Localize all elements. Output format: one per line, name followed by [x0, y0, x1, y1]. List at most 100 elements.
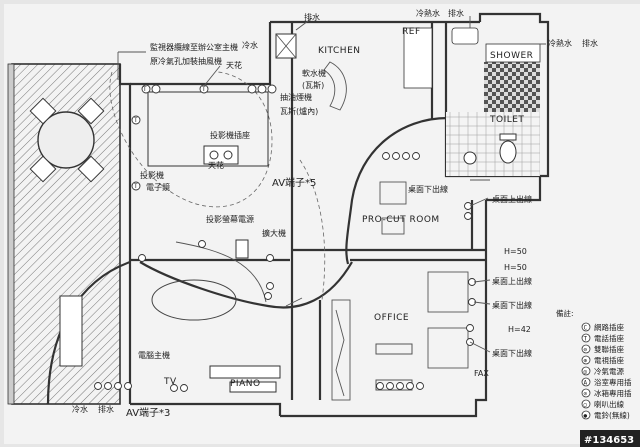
legend-symbol	[581, 333, 591, 343]
label-air-purifier-note: 原冷氣孔加裝抽風機	[150, 56, 222, 66]
legend-symbol-glyph: ⊕	[584, 358, 588, 365]
balcony-table	[37, 111, 95, 169]
legend-symbol-glyph: ●	[584, 413, 588, 420]
svg-text:T: T	[143, 86, 147, 93]
label-av-top: AV端子*5	[272, 176, 316, 189]
label-drain-top: 排水	[304, 12, 320, 22]
outlet-pro-1	[382, 152, 420, 160]
toilet-bowl	[499, 140, 517, 164]
label-floor-outlet-5: 桌面下出線	[492, 348, 532, 358]
label-drain-right: 排水	[582, 38, 598, 48]
labels: 排水 冷熱水 排水 冷水 KITCHEN REF SHOWER 冷熱水 排水 T…	[72, 8, 598, 419]
label-shower: SHOWER	[490, 51, 533, 61]
legend-item-text: 電鈴(無線)	[594, 410, 630, 420]
outlet-living-1	[94, 382, 132, 390]
label-cold-water-bottom: 冷水	[72, 404, 88, 414]
label-floor-outlet-2: 桌面上出線	[492, 194, 532, 204]
outlet-symbols: T T T T	[94, 84, 476, 392]
outlet-office-1	[468, 278, 476, 306]
legend-symbol-glyph: T	[584, 336, 588, 343]
legend-item-text: 浴室專用插	[594, 377, 632, 387]
kitchen-fixtures	[147, 27, 433, 259]
legend-symbol-glyph: ⊙	[584, 391, 588, 398]
label-monitor-note: 監視器纜線至辦公室主機	[150, 42, 238, 52]
label-floor-outlet-3: 桌面上出線	[492, 276, 532, 286]
label-electronic-display: 電子鏡	[146, 182, 170, 192]
label-gas-note: 瓦斯(爐內)	[280, 106, 318, 116]
label-h50-b: H=50	[504, 263, 527, 272]
legend-item-text: 網路插座	[594, 322, 624, 332]
outlet-kitchen-5: T	[131, 181, 141, 191]
label-fax: FAX	[474, 369, 489, 378]
leader-lines	[117, 16, 546, 353]
legend-symbol-glyph: ○	[584, 402, 588, 409]
label-cold-hot-water-top-right: 冷熱水	[416, 8, 440, 18]
legend-item-text: 冰箱專用插	[594, 388, 632, 398]
watermark-bg	[580, 430, 640, 447]
outlet-living-2	[170, 384, 188, 392]
label-computer-host: 電腦主機	[138, 350, 170, 360]
outlet-office-3	[376, 382, 424, 390]
legend-symbol	[581, 355, 591, 365]
legend-symbol	[581, 322, 591, 332]
legend-title: 備註:	[556, 308, 574, 318]
legend-symbol-glyph: ⊖	[584, 347, 588, 354]
outlet-kitchen-4: T	[131, 115, 141, 125]
outlet-living-3	[138, 240, 274, 262]
watermark: #134653	[584, 435, 634, 446]
label-floor-outlet-1: 桌面下出線	[408, 184, 448, 194]
label-office: OFFICE	[374, 313, 409, 323]
label-cold-water-left: 冷水	[242, 40, 258, 50]
outlet-kitchen-2: T	[199, 84, 209, 94]
living-rug	[151, 279, 237, 321]
label-drain-top-right: 排水	[448, 8, 464, 18]
label-projector-device: 投影機	[140, 170, 164, 180]
legend-symbol-glyph: C	[584, 325, 588, 332]
label-h50-a: H=50	[504, 247, 527, 256]
label-projector-socket: 投影機插座	[210, 130, 250, 140]
label-piano: PIANO	[230, 379, 261, 389]
label-vent-note: 抽油煙機	[280, 92, 312, 102]
label-av-bottom: AV端子*3	[126, 406, 170, 419]
label-ceiling: 天花	[226, 60, 242, 70]
legend-item-text: 喇叭出線	[594, 399, 624, 409]
label-amplifier: 擴大機	[262, 228, 286, 238]
outlet-kitchen-3	[247, 84, 277, 94]
legend: 備註: C 網路插座 T 電話插座 ⊖ 雙聯插座 ⊕ 電視插座 ◎ 冷氣電源 A 浴室專用插 ⊙ 冰箱專用…	[556, 308, 632, 420]
label-water-heater: (瓦斯)	[302, 80, 324, 90]
label-kitchen: KITCHEN	[318, 46, 361, 56]
legend-symbol	[581, 344, 591, 354]
label-floor-outlet-4: 桌面下出線	[492, 300, 532, 310]
legend-symbol	[581, 366, 591, 376]
living-furniture	[59, 279, 281, 393]
outlet-living-4	[264, 282, 274, 300]
balcony	[7, 63, 121, 405]
legend-symbol-glyph: ◎	[584, 369, 588, 376]
label-drain-bottom: 排水	[98, 404, 114, 414]
label-h42: H=42	[508, 325, 531, 334]
legend-symbol-glyph: A	[584, 380, 588, 387]
walls	[118, 12, 550, 418]
legend-symbol	[581, 410, 591, 420]
label-pro-cut-room: PRO-CUT ROOM	[362, 215, 440, 225]
label-tv: TV	[163, 377, 177, 387]
legend-symbol	[581, 377, 591, 387]
bathroom-fixtures	[446, 27, 541, 176]
outlet-pro-2	[464, 202, 472, 220]
office-furniture	[331, 181, 469, 401]
legend-symbol	[581, 388, 591, 398]
label-ceiling-socket: 天花	[208, 160, 224, 170]
outlet-kitchen-1: T	[141, 84, 161, 94]
legend-item-text: 電話插座	[594, 333, 624, 343]
legend-item-text: 雙聯插座	[594, 344, 624, 354]
label-toilet: TOILET	[489, 115, 524, 125]
svg-text:T: T	[134, 183, 138, 190]
legend-item-text: 冷氣電源	[594, 366, 624, 376]
label-cold-hot-water-right: 冷熱水	[548, 38, 572, 48]
label-ref: REF	[402, 27, 421, 37]
svg-text:T: T	[202, 86, 206, 93]
label-water-softener: 軟水機	[302, 68, 326, 78]
legend-item-text: 電視插座	[594, 355, 624, 365]
label-projector-screen: 投影螢幕電源	[206, 214, 254, 224]
